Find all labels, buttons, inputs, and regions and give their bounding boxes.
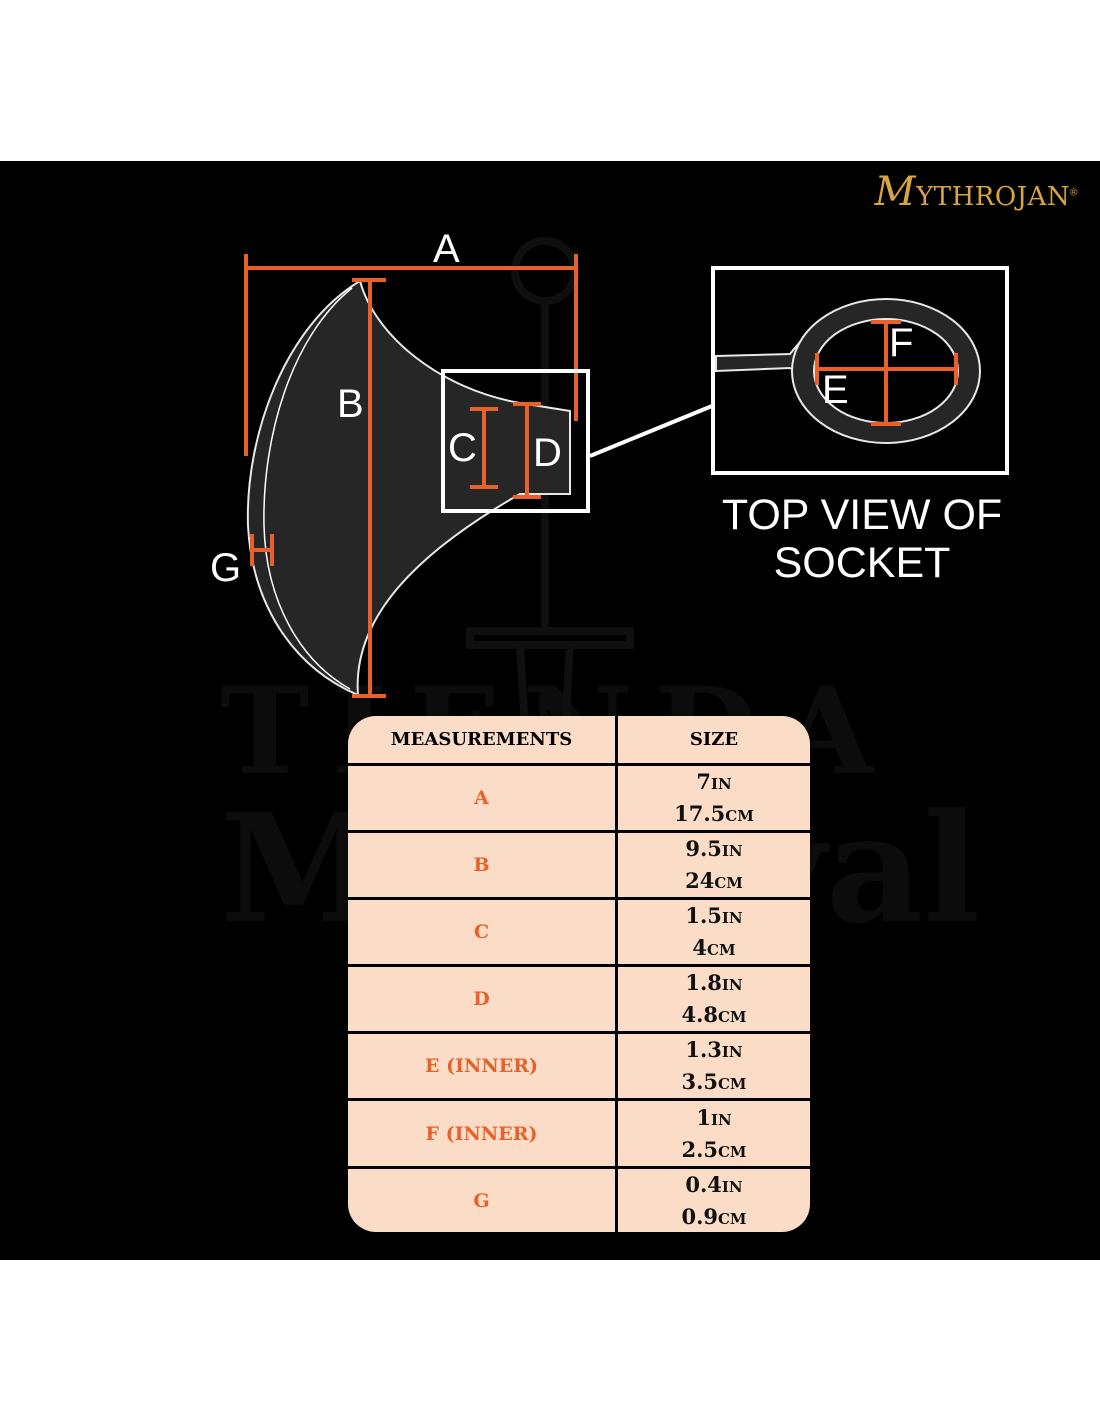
row-name: F (INNER) [425,1122,538,1145]
dimension-d [513,402,541,499]
row-cm: 4.8cm [681,1002,747,1028]
row-inches: 9.5in [685,836,743,862]
socket-caption: TOP VIEW OF SOCKET [712,491,1012,587]
row-inches: 0.4in [685,1171,743,1197]
dimension-a [244,254,578,456]
row-cm: 24cm [685,868,743,894]
table-header: MEASUREMENTS SIZE [348,716,810,763]
label-d: D [533,431,562,475]
mythrojan-logo: MYTHROJAN® [875,169,1078,215]
socket-connector [589,404,713,458]
table-row: D 1.8in 4.8cm [348,964,810,1032]
header-measurements: MEASUREMENTS [390,729,573,750]
table-row: E (INNER) 1.3in 3.5cm [348,1031,810,1099]
header-size-cell: SIZE [618,716,810,763]
label-a: A [433,227,460,271]
blade-edge-line [263,287,353,690]
dimension-b [352,278,386,698]
diagram-panel: TIENDA Medieval [0,161,1100,1260]
table-row: B 9.5in 24cm [348,830,810,898]
row-inches: 1.8in [685,970,743,996]
socket-caption-line1: TOP VIEW OF [721,491,1003,539]
table-row: A 7in 17.5cm [348,763,810,831]
logo-initial: M [874,169,917,215]
label-e: E [822,368,849,412]
label-c: C [448,426,477,470]
registered-mark: ® [1070,187,1078,199]
label-f: F [889,321,914,365]
table-row: G 0.4in 0.9cm [348,1165,810,1232]
dimension-g [250,534,274,566]
header-size: SIZE [689,729,739,750]
socket-box [441,369,590,513]
header-measurements-cell: MEASUREMENTS [348,716,618,763]
row-inches: 7in [696,769,732,795]
label-g: G [210,546,242,590]
row-inches: 1.3in [685,1037,743,1063]
socket-view-box [711,266,1009,475]
socket-caption-line2: SOCKET [773,539,951,587]
row-inches: 1.5in [685,903,743,929]
row-name: C [473,921,490,944]
dimension-c [470,407,498,489]
row-inches: 1in [696,1104,732,1130]
row-cm: 17.5cm [674,801,754,827]
row-name: B [473,854,490,877]
row-name: D [473,988,490,1011]
table-row: C 1.5in 4cm [348,897,810,965]
row-cm: 3.5cm [681,1069,747,1095]
logo-text: YTHROJAN [916,182,1071,212]
label-b: B [337,382,364,426]
row-cm: 4cm [692,935,736,961]
row-name: E (INNER) [425,1055,538,1078]
row-cm: 0.9cm [681,1203,747,1229]
table-row: F (INNER) 1in 2.5cm [348,1098,810,1166]
row-name: G [473,1189,490,1212]
row-name: A [474,787,489,810]
dimension-f [871,320,901,426]
row-cm: 2.5cm [681,1136,747,1162]
measurements-table: MEASUREMENTS SIZE A 7in 17.5cm B 9.5in 24c… [348,716,810,1232]
